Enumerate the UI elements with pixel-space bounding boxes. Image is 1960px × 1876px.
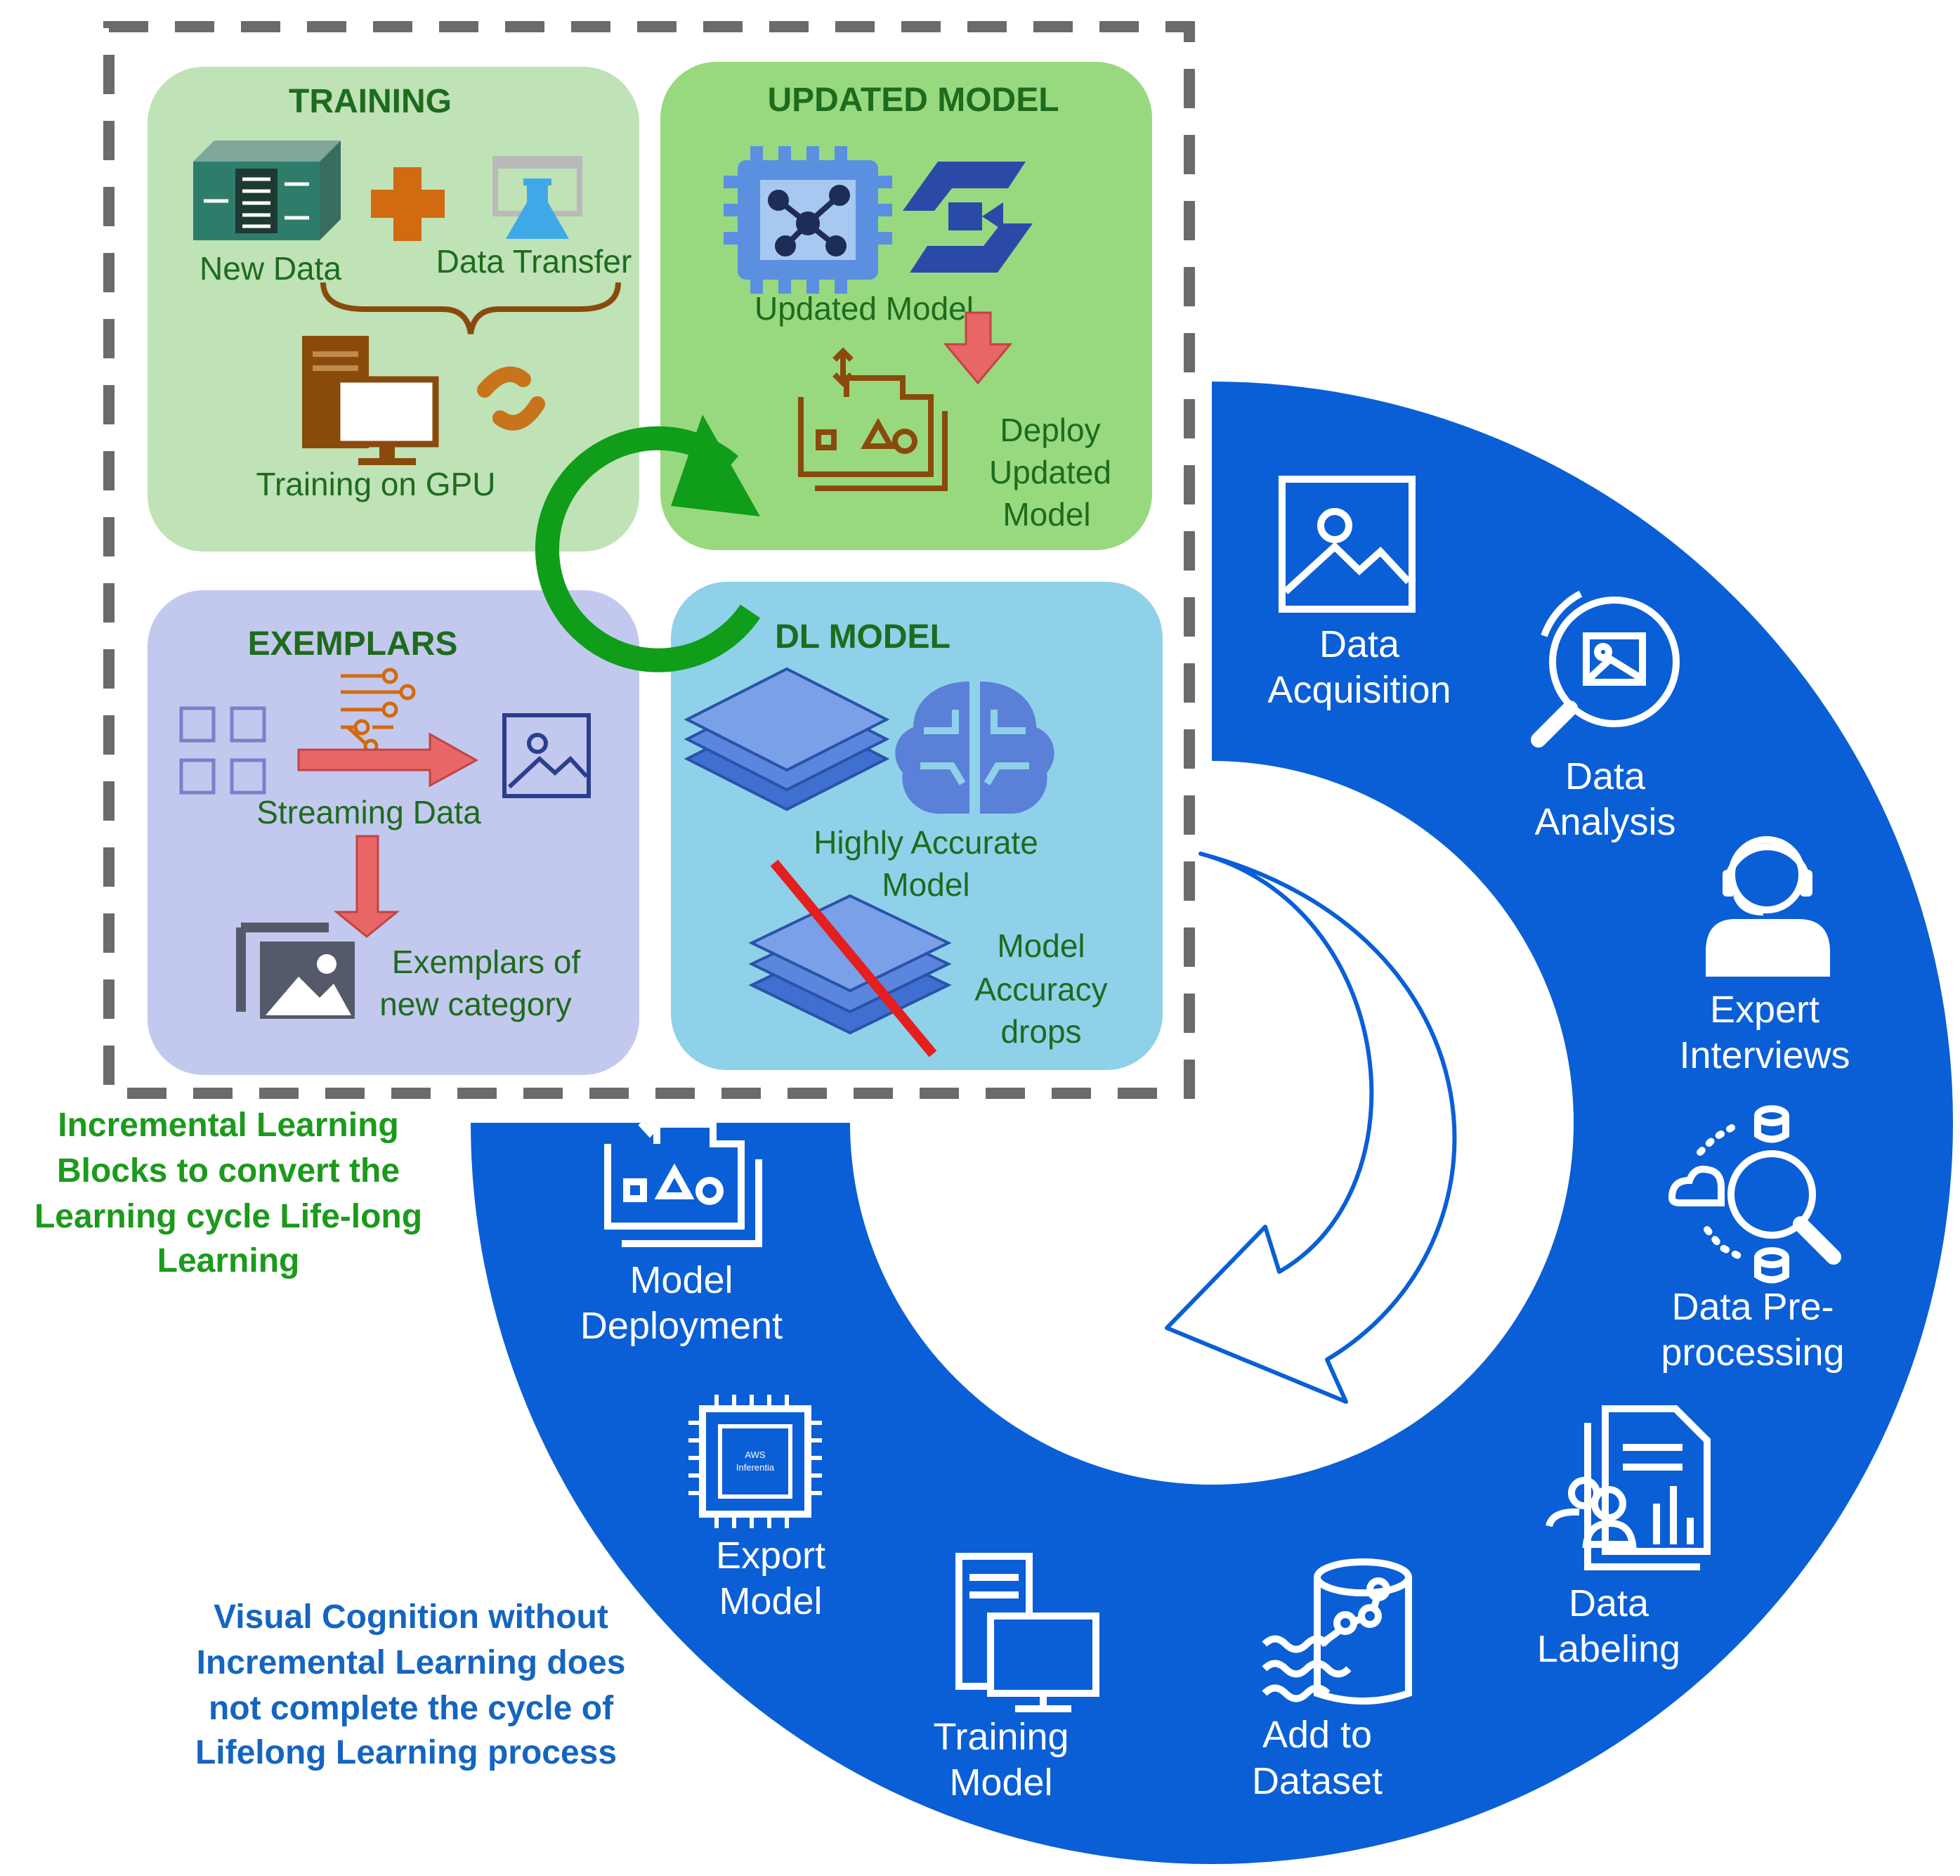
deploy-label-1: Deploy xyxy=(1000,412,1100,448)
gallery-icon xyxy=(236,923,355,1019)
image-icon xyxy=(502,713,591,798)
data-preprocessing-label-1: Data Pre- xyxy=(1671,1286,1834,1328)
model-deployment-label-2: Deployment xyxy=(580,1305,783,1347)
data-labeling-label-2: Labeling xyxy=(1537,1628,1680,1670)
expert-interviews-label-1: Expert xyxy=(1710,989,1819,1031)
export-model-label-2: Model xyxy=(719,1580,822,1622)
data-labeling-label-1: Data xyxy=(1569,1582,1649,1624)
add-to-dataset-label-1: Add to xyxy=(1262,1714,1372,1756)
model-service-icon xyxy=(903,162,1033,273)
add-to-dataset-icon xyxy=(1262,1558,1412,1705)
drop-label-2: Accuracy xyxy=(974,971,1107,1008)
chip-text-1: AWS xyxy=(745,1450,765,1460)
training-gpu-label: Training on GPU xyxy=(256,466,496,502)
streaming-right-arrow xyxy=(297,732,479,788)
layers-icon xyxy=(684,667,890,812)
visual-caption-line-2: Incremental Learning does xyxy=(197,1644,626,1681)
visual-cognition-caption: Visual Cognition without Incremental Lea… xyxy=(195,1598,625,1771)
grid-squares-icon xyxy=(179,706,266,795)
updated-model-title: UPDATED MODEL xyxy=(767,82,1059,119)
incremental-caption: Incremental Learning Blocks to convert t… xyxy=(34,1107,422,1279)
data-transfer-label: Data Transfer xyxy=(436,243,632,280)
dropped-layers-icon xyxy=(748,894,952,1035)
brain-icon xyxy=(895,682,1054,814)
flask-monitor-icon xyxy=(492,156,582,239)
incremental-caption-line-2: Blocks to convert the xyxy=(57,1152,400,1190)
accuracy-strike-line xyxy=(770,859,937,1057)
gpu-computer-icon xyxy=(302,336,439,465)
incremental-caption-line-1: Incremental Learning xyxy=(58,1107,398,1144)
sync-icon xyxy=(477,366,545,431)
drop-label-1: Model xyxy=(997,927,1085,964)
exemplars-label-1: Exemplars of xyxy=(392,944,581,980)
exemplars-down-arrow xyxy=(333,835,400,938)
updated-model-label: Updated Model xyxy=(754,290,974,327)
data-server-icon xyxy=(193,141,341,240)
export-model-label-1: Export xyxy=(716,1535,825,1577)
cycle-arrow-head xyxy=(671,415,760,516)
drop-label-3: drops xyxy=(1000,1013,1081,1050)
data-stream-icon xyxy=(341,667,416,754)
data-preprocessing-icon xyxy=(1668,1105,1841,1284)
incremental-caption-line-3: Learning cycle Life-long xyxy=(34,1198,422,1235)
accurate-label-2: Model xyxy=(882,866,969,903)
model-deployment-label-1: Model xyxy=(629,1259,733,1301)
data-preprocessing-label-2: processing xyxy=(1661,1331,1844,1374)
data-acquisition-icon xyxy=(1279,476,1416,613)
incremental-caption-line-4: Learning xyxy=(157,1242,300,1279)
model-deployment-icon xyxy=(604,1100,762,1247)
exemplars-label-2: new category xyxy=(379,986,572,1022)
accurate-label-1: Highly Accurate xyxy=(814,824,1038,861)
exemplars-title: EXEMPLARS xyxy=(248,625,458,663)
data-analysis-label-1: Data xyxy=(1565,755,1646,797)
training-brace xyxy=(320,282,621,334)
data-labeling-icon xyxy=(1546,1405,1711,1570)
data-analysis-label-2: Analysis xyxy=(1534,801,1675,843)
deploy-label-3: Model xyxy=(1002,496,1090,533)
neural-chip-icon xyxy=(724,146,892,294)
data-acquisition-label-1: Data xyxy=(1319,623,1400,665)
data-acquisition-label-2: Acquisition xyxy=(1267,669,1451,711)
add-to-dataset-label-2: Dataset xyxy=(1252,1760,1383,1802)
visual-caption-line-1: Visual Cognition without xyxy=(214,1598,608,1636)
workflow-inner-arrow xyxy=(1165,852,1457,1404)
cycle-arrow xyxy=(535,426,761,672)
export-chip-icon: AWS Inferentia xyxy=(688,1395,822,1528)
expert-headset-icon xyxy=(1706,836,1830,977)
deploy-label-2: Updated xyxy=(989,454,1111,490)
incremental-frame xyxy=(103,21,1195,1099)
workflow-ring xyxy=(471,382,1953,1864)
data-analysis-icon xyxy=(1531,590,1680,748)
new-data-label: New Data xyxy=(200,250,341,287)
streaming-data-label: Streaming Data xyxy=(256,794,481,830)
training-model-icon xyxy=(955,1553,1099,1712)
plus-icon xyxy=(371,167,445,241)
deploy-model-icon xyxy=(798,347,948,491)
expert-interviews-label-2: Interviews xyxy=(1679,1034,1850,1076)
training-model-label-2: Model xyxy=(949,1761,1052,1804)
deploy-down-arrow xyxy=(943,311,1013,385)
visual-caption-line-3: not complete the cycle of xyxy=(209,1690,614,1727)
visual-caption-line-4: Lifelong Learning process xyxy=(195,1734,617,1771)
dl-model-title: DL MODEL xyxy=(775,618,950,656)
training-model-label-1: Training xyxy=(933,1716,1069,1758)
training-title: TRAINING xyxy=(289,83,452,120)
chip-text-2: Inferentia xyxy=(736,1462,775,1473)
